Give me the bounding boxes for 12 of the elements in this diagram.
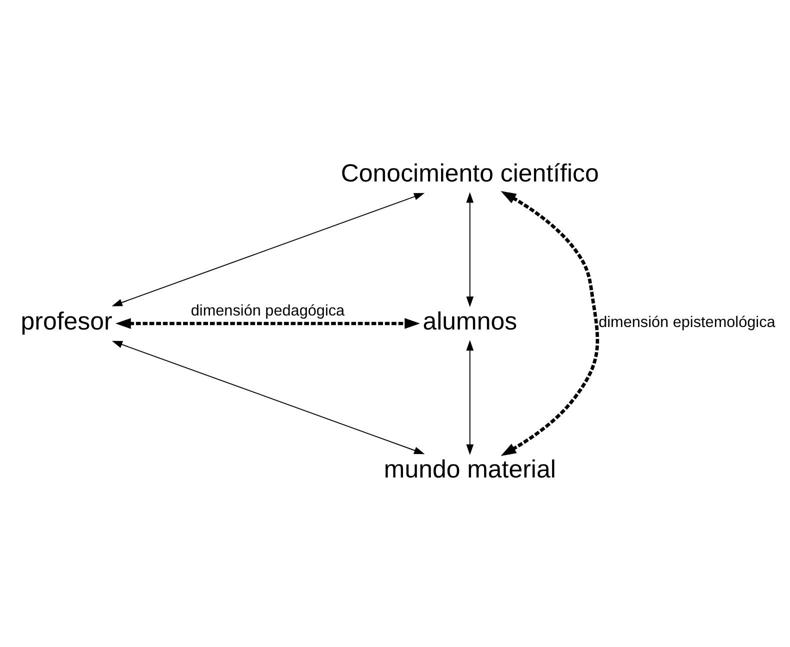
arrow [115,318,420,329]
arrow [112,340,425,454]
node-text: Conocimiento científico [340,160,599,188]
arrow [466,340,474,455]
node-text: profesor [20,308,112,336]
arrow [112,192,425,306]
edge-label: dimensión pedagógica [190,302,345,320]
node-text: alumnos [422,308,518,336]
arrow [466,192,474,308]
edge-label: dimensión epistemológica [598,314,776,332]
arrow [500,190,600,456]
node-text: mundo material [384,455,556,484]
